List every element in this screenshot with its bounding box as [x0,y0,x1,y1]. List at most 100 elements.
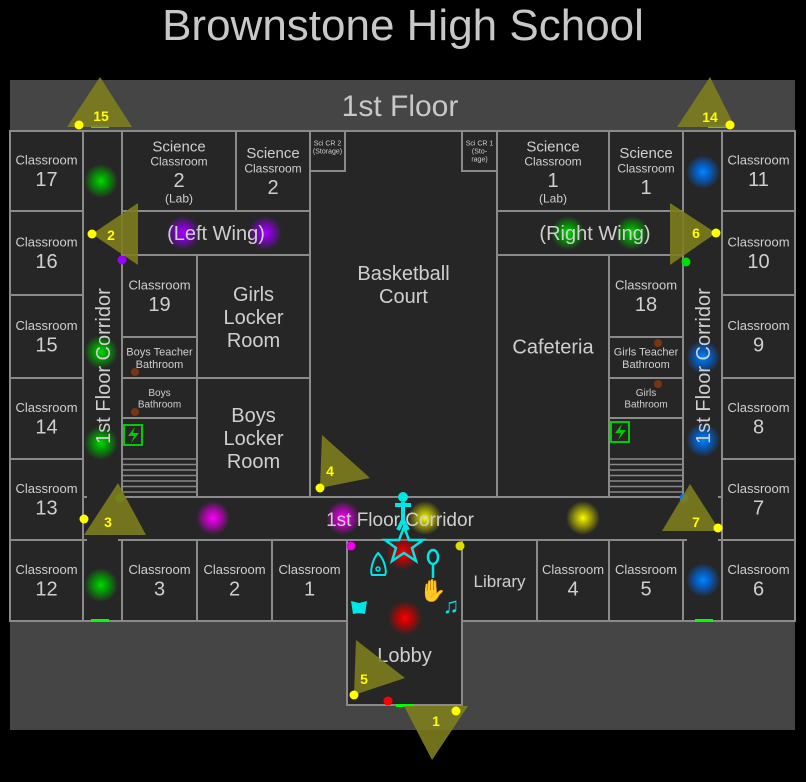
room-label: Classroom [524,155,581,169]
green-glow-marker [84,426,118,460]
room-label: 2 [229,578,240,600]
room-label: Sci CR 1 [466,141,494,148]
room-label: Bathroom [138,400,181,411]
room-label: Boys Teacher [126,346,193,358]
person-icon [398,492,408,502]
room-label: 14 [35,416,57,438]
green-glow-marker [84,335,118,369]
blue-glow-marker [686,423,720,457]
room-label: 17 [35,169,57,191]
bathroom-marker [131,408,139,416]
room-label: Classroom [15,152,77,167]
room-label: Classroom [615,562,677,577]
room-label: Classroom [203,562,265,577]
camera-3-label: 3 [104,514,112,530]
camera-2-label: 2 [107,227,115,243]
yellow-glow-marker [408,501,442,535]
camera-1-dot [451,706,461,716]
room [9,130,84,212]
green-glow-marker [84,568,118,602]
lightning-icon [615,424,626,440]
room-label: Room [227,451,280,473]
map-title: Brownstone High School [162,1,644,50]
camera-6-label: 6 [692,225,700,241]
bathroom-marker [131,368,139,376]
camera-1-label: 1 [432,713,440,729]
camera-7-dot [713,523,723,533]
camera-15-label: 15 [93,108,109,124]
right-wing-label: (Right Wing) [539,223,650,245]
pentagram-icon [381,523,427,564]
camera-1-view-cone [404,706,468,760]
room [721,130,796,212]
room [9,377,84,460]
door-status-dot [455,541,465,551]
left-utility [121,417,198,498]
planchette-icon [375,566,381,572]
blue-glow-marker [686,155,720,189]
room-label: Classroom [542,562,604,577]
room-label: Science [152,138,205,155]
room [608,130,684,212]
room-label: 13 [35,497,57,519]
room-label: Boys [231,405,275,427]
door-status-dot [117,255,127,265]
room [196,254,311,379]
camera-4-label: 4 [326,463,334,479]
electrical-panel-icon [610,421,630,443]
room-label: Court [379,286,428,308]
floor-label: 1st Floor [342,90,459,123]
camera-7-label: 7 [692,514,700,530]
room-label: Classroom [128,277,190,292]
camera-14-dot [725,120,735,130]
room-label: Sci CR 2 [314,141,342,148]
room [9,294,84,379]
blue-glow-marker [686,563,720,597]
left-wing-label: (Left Wing) [167,223,265,245]
right-utility [608,417,684,498]
room-label: 19 [148,294,170,316]
room [461,539,538,622]
room [721,210,796,296]
room-label: 5 [640,578,651,600]
door-status-dot [346,541,356,551]
right-vertical-label: 1st Floor Corridor [693,288,715,444]
room-label: Classroom [244,162,301,176]
room-label: Locker [223,428,283,450]
camera-3-view-cone [84,483,146,535]
room [608,336,684,379]
room-label: 1 [304,578,315,600]
room-label: Classroom [727,562,789,577]
room-label: rage) [471,157,487,164]
room-label: 2 [267,177,278,199]
room-label: Bathroom [624,400,667,411]
room-label: 9 [753,334,764,356]
door-status-dot [681,257,691,267]
room [721,539,796,622]
room [309,130,498,498]
room-label: Basketball [357,263,449,285]
room-label: Lobby [377,645,432,667]
room-label: Classroom [278,562,340,577]
room [271,539,348,622]
room-label: Classroom [727,400,789,415]
room-label: Room [227,330,280,352]
room-label: Classroom [128,562,190,577]
camera-14-view-cone [677,77,735,127]
room-label: Girls [233,284,274,306]
room-label: (Lab) [539,192,567,206]
room-label: Science [246,145,299,162]
room [121,254,198,338]
camera-2-view-cone [92,203,138,265]
room [121,130,237,212]
right-corridor-fill [687,135,718,617]
purple-glow-marker [248,216,282,250]
magenta-glow-marker [326,501,360,535]
electrical-panel-icon [123,424,143,446]
room-label: 7 [753,497,764,519]
room-label: Girls Teacher [614,346,679,358]
room [608,539,684,622]
lightning-icon [128,427,139,443]
camera-5-dot [349,690,359,700]
